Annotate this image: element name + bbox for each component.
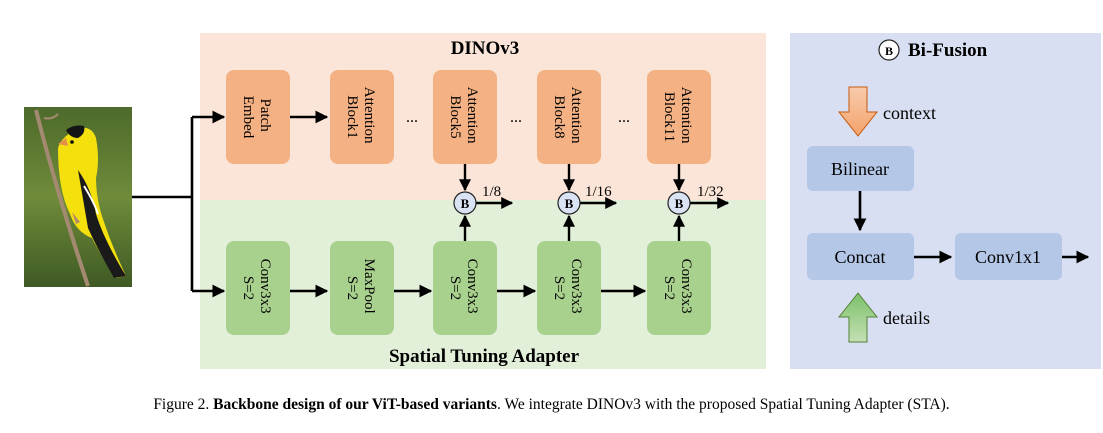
conv1x1-box <box>955 233 1062 280</box>
bifusion-region <box>790 33 1101 369</box>
ellipsis-1: ... <box>406 109 418 126</box>
figure-caption: Figure 2. Backbone design of our ViT-bas… <box>0 396 1103 414</box>
scale-label-1-32: 1/32 <box>697 184 724 200</box>
attention-block1-line1: Attention <box>361 87 377 144</box>
attention-block5-line1: Attention <box>464 87 480 144</box>
bifusion-title: Bi-Fusion <box>908 40 988 61</box>
conv-block-3-line2: S=2 <box>551 276 567 300</box>
conv-block-4-line2: S=2 <box>661 276 677 300</box>
patch-embed-line2: Embed <box>240 96 256 139</box>
svg-text:Conv3x3 S=2: Conv3x3 S=2 <box>551 259 584 318</box>
maxpool-block: MaxPool S=2 <box>330 241 394 335</box>
conv3x3-block-2: Conv3x3 S=2 <box>433 241 497 335</box>
fusion-node-3: B 1/32 <box>667 164 730 241</box>
conv3x3-block-4: Conv3x3 S=2 <box>647 241 711 335</box>
caption-rest: . We integrate DINOv3 with the proposed … <box>496 396 950 413</box>
conv-block-2-line1: Conv3x3 <box>464 259 480 314</box>
attention-block8-line2: Block8 <box>551 95 567 138</box>
fusion-symbol-3: B <box>675 196 684 211</box>
svg-text:Attention Block1: Attention Block1 <box>344 87 377 147</box>
conv-block-1-line2: S=2 <box>240 276 256 300</box>
context-arrow-icon <box>837 86 879 137</box>
context-label: context <box>883 103 936 123</box>
caption-bold: Backbone design of our ViT-based variant… <box>213 396 497 413</box>
fusion-symbol-2: B <box>565 196 574 211</box>
bifusion-symbol: B <box>885 44 893 58</box>
svg-text:Patch Embed: Patch Embed <box>240 96 273 139</box>
svg-text:Conv3x3 S=2: Conv3x3 S=2 <box>447 259 480 318</box>
conv3x3-block-1: Conv3x3 S=2 <box>226 241 290 335</box>
attention-block1: Attention Block1 <box>330 70 394 164</box>
conv-block-3-line1: Conv3x3 <box>568 259 584 314</box>
conv-block-4-line1: Conv3x3 <box>678 259 694 314</box>
patch-embed-line1: Patch <box>257 98 273 132</box>
attention-block8-line1: Attention <box>568 87 584 144</box>
conv3x3-block-3: Conv3x3 S=2 <box>537 241 601 335</box>
dinov3-title: DINOv3 <box>451 38 520 59</box>
concat-label: Concat <box>835 247 886 267</box>
adapter-title: Spatial Tuning Adapter <box>389 346 580 367</box>
attention-block1-line2: Block1 <box>344 95 360 138</box>
attention-block11-line1: Attention <box>678 87 694 144</box>
conv-block-1-line1: Conv3x3 <box>257 259 273 314</box>
maxpool-line1: MaxPool <box>361 259 377 314</box>
concat-box <box>807 233 914 280</box>
svg-text:Conv3x3 S=2: Conv3x3 S=2 <box>661 259 694 318</box>
svg-text:Attention Block8: Attention Block8 <box>551 87 584 147</box>
details-label: details <box>883 308 930 328</box>
input-bird-image <box>24 107 132 287</box>
attention-block11-line2: Block11 <box>661 92 677 142</box>
fusion-node-2: B 1/16 <box>557 164 618 241</box>
bifusion-heading: B Bi-Fusion <box>878 39 988 61</box>
patch-embed-block: Patch Embed <box>226 70 290 164</box>
scale-label-1-8: 1/8 <box>482 184 501 200</box>
fusion-symbol-1: B <box>461 196 470 211</box>
attention-block5: Attention Block5 <box>433 70 497 164</box>
scale-label-1-16: 1/16 <box>585 184 612 200</box>
ellipsis-3: ... <box>618 109 630 126</box>
maxpool-line2: S=2 <box>344 276 360 300</box>
fusion-node-1: B 1/8 <box>453 164 514 241</box>
bilinear-box <box>807 146 914 191</box>
svg-text:MaxPool S=2: MaxPool S=2 <box>344 259 377 318</box>
attention-block5-line2: Block5 <box>447 95 463 138</box>
caption-prefix: Figure 2. <box>153 396 210 413</box>
conv1x1-label: Conv1x1 <box>975 247 1041 267</box>
ellipsis-2: ... <box>510 109 522 126</box>
svg-text:Attention Block11: Attention Block11 <box>661 87 694 147</box>
input-connectors <box>132 110 226 298</box>
attention-block11: Attention Block11 <box>647 70 711 164</box>
conv-block-2-line2: S=2 <box>447 276 463 300</box>
details-arrow-icon <box>837 292 879 343</box>
svg-text:Attention Block5: Attention Block5 <box>447 87 480 147</box>
bilinear-label: Bilinear <box>831 159 889 179</box>
attention-block8: Attention Block8 <box>537 70 601 164</box>
svg-text:Conv3x3 S=2: Conv3x3 S=2 <box>240 259 273 318</box>
